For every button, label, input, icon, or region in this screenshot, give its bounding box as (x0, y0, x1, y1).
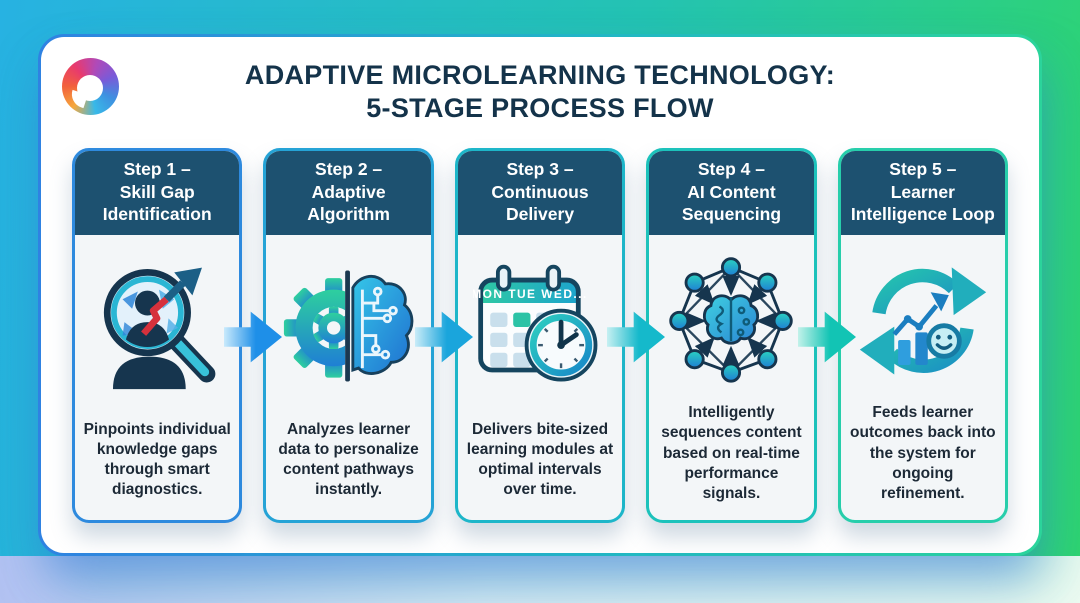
magnifier-person-trend-icon (75, 235, 239, 416)
swirl-logo-icon (62, 58, 119, 115)
main-panel: ADAPTIVE MICROLEARNING TECHNOLOGY: 5-STA… (38, 34, 1042, 556)
panel-inner: ADAPTIVE MICROLEARNING TECHNOLOGY: 5-STA… (41, 37, 1039, 553)
calendar-days-label: MON TUE WED... (473, 287, 588, 301)
step-1-description: Pinpoints individual knowledge gaps thro… (83, 420, 231, 499)
page-title: ADAPTIVE MICROLEARNING TECHNOLOGY: 5-STA… (41, 59, 1039, 126)
step-2-title: Step 2 – Adaptive Algorithm (266, 151, 431, 235)
page-title-line1: ADAPTIVE MICROLEARNING TECHNOLOGY: (244, 60, 836, 90)
step-3-title: Step 3 – Continuous Delivery (457, 151, 623, 235)
step-5-description: Feeds learner outcomes back into the sys… (850, 404, 996, 502)
step-card-3: Step 3 – Continuous Delivery (454, 148, 626, 523)
step-card-5: Step 5 – Learner Intelligence Loop (837, 148, 1009, 523)
step-card-1: Step 1 – Skill Gap Identification (72, 148, 243, 523)
step-1-title: Step 1 – Skill Gap Identification (75, 151, 240, 235)
bottom-strip (0, 556, 1080, 603)
step-2-description: Analyzes learner data to personalize con… (278, 420, 419, 499)
calendar-clock-icon: MON TUE WED... (458, 235, 622, 416)
step-4-title: Step 4 – AI Content Sequencing (649, 151, 814, 235)
loop-arrows-growth-smiley-icon (841, 235, 1005, 403)
page-title-line2: 5-STAGE PROCESS FLOW (366, 93, 714, 124)
step-card-4: Step 4 – AI Content Sequencing (646, 148, 817, 523)
network-nodes-brain-icon (649, 235, 813, 403)
gear-brain-circuit-icon (266, 235, 430, 416)
step-4-description: Intelligently sequences content based on… (661, 404, 802, 502)
step-3-description: Delivers bite-sized learning modules at … (466, 420, 614, 499)
step-card-2: Step 2 – Adaptive Algorithm (263, 148, 434, 523)
step-5-title: Step 5 – Learner Intelligence Loop (840, 151, 1006, 235)
steps-row: Step 1 – Skill Gap Identification (72, 148, 1009, 523)
